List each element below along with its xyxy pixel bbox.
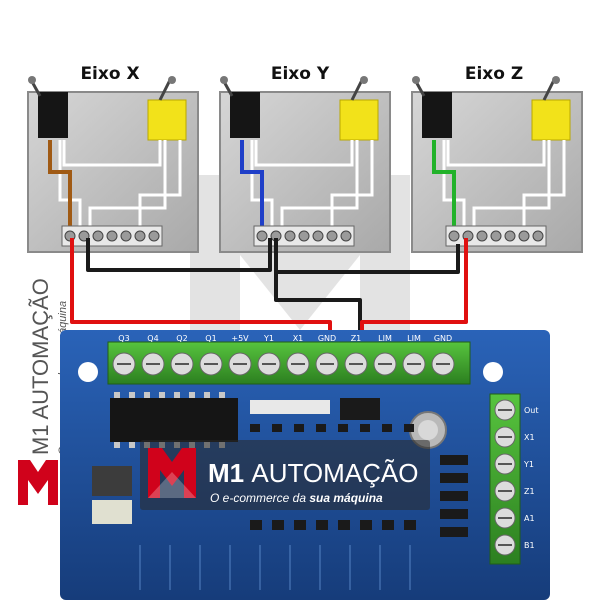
terminal-screw: [120, 230, 132, 242]
terminal-screw: [284, 230, 296, 242]
terminal-label: GND: [318, 334, 336, 343]
terminal-label: X1: [293, 334, 304, 343]
axis-x-title: Eixo X: [80, 64, 140, 84]
yellow-switch: [339, 99, 379, 141]
terminal-screw: [106, 230, 118, 242]
axis-lead-wire: [432, 140, 456, 238]
axis-lead-wire: [240, 140, 264, 238]
terminal-screw: [148, 230, 160, 242]
terminal-label: Q1: [205, 334, 216, 343]
terminal-strip: [445, 225, 547, 247]
terminal-screw: [134, 230, 146, 242]
terminal-label: LIM: [407, 334, 421, 343]
terminal-label: Q4: [147, 334, 158, 343]
brand-name: M1 AUTOMAÇÃO: [208, 458, 418, 488]
terminal-screw: [340, 230, 352, 242]
black-switch: [230, 92, 260, 138]
terminal-label: Y1: [263, 334, 274, 343]
terminal-screw: [532, 230, 544, 242]
yellow-switch: [531, 99, 571, 141]
terminal-screw: [490, 230, 502, 242]
side-terminal-label: B1: [524, 541, 535, 550]
terminal-screw: [448, 230, 460, 242]
terminal-label: Z1: [351, 334, 362, 343]
black-switch: [422, 92, 452, 138]
axis-y-title: Eixo Y: [270, 64, 330, 84]
terminal-label: +5V: [231, 334, 249, 343]
terminal-screw: [504, 230, 516, 242]
yellow-switch: [147, 99, 187, 141]
side-terminal-label: Out: [524, 406, 539, 415]
side-terminal-label: Z1: [524, 487, 535, 496]
terminal-strip: [253, 225, 355, 247]
limit-switch-assembly: [219, 76, 391, 253]
limit-switch-assembly: [411, 76, 583, 253]
limit-switch-assembly: [27, 76, 199, 253]
black-switch: [38, 92, 68, 138]
terminal-screw: [326, 230, 338, 242]
terminal-label: GND: [434, 334, 452, 343]
terminal-label: LIM: [378, 334, 392, 343]
terminal-strip: [61, 225, 163, 247]
side-terminal-label: X1: [524, 433, 535, 442]
side-terminal-label: A1: [524, 514, 535, 523]
terminal-screw: [476, 230, 488, 242]
terminal-screw: [312, 230, 324, 242]
axis-lead-wire: [48, 140, 72, 238]
brand-tagline: O e-commerce da sua máquina: [210, 491, 383, 505]
terminal-screw: [92, 230, 104, 242]
terminal-screw: [256, 230, 268, 242]
brand-logo: M1 AUTOMAÇÃO O e-commerce da sua máquina: [140, 440, 430, 510]
terminal-screw: [518, 230, 530, 242]
axis-z-title: Eixo Z: [464, 64, 524, 84]
small-logo: [18, 460, 58, 505]
terminal-label: Q2: [176, 334, 187, 343]
svg-text:M1 AUTOMAÇÃO: M1 AUTOMAÇÃO: [28, 278, 53, 455]
terminal-screw: [298, 230, 310, 242]
side-terminal-label: Y1: [523, 460, 534, 469]
terminal-label: Q3: [118, 334, 129, 343]
